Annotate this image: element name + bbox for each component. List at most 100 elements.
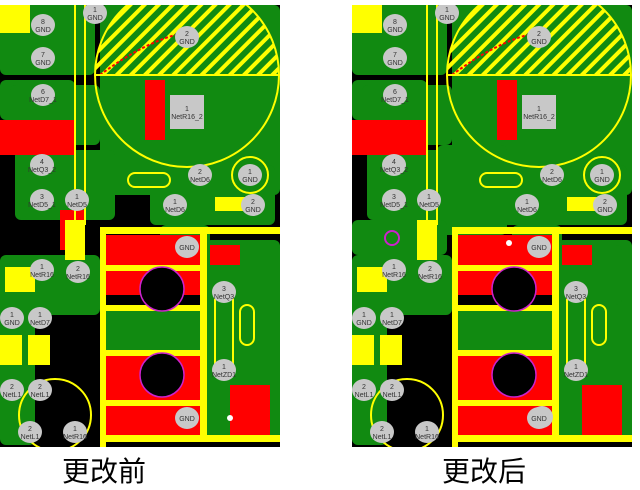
pad-net-label: NetR16 xyxy=(382,272,406,279)
pad-net-label: GND xyxy=(4,320,20,327)
pad-net-label: GND xyxy=(439,15,455,22)
pad-number: 8 xyxy=(393,19,397,26)
pcb-board: 8GND7GND6NetD7_12GND1NetR16_21GND4NetQ3_… xyxy=(0,0,280,452)
pad-number: 1 xyxy=(600,169,604,176)
pad-number: 1 xyxy=(427,194,431,201)
pad-net-label: NetR16 xyxy=(66,274,90,281)
pad-net-label: NetQ3_2 xyxy=(28,167,56,174)
pad-net-label: NetR16_2 xyxy=(523,114,555,121)
pad-number: 1 xyxy=(425,426,429,433)
pad-number: 1 xyxy=(185,106,189,113)
pad-number: 6 xyxy=(393,89,397,96)
pad-net-label: GND xyxy=(242,177,258,184)
pad-net-label: NetR16_2 xyxy=(171,114,203,121)
pad-number: 2 xyxy=(28,426,32,433)
pad-number: 2 xyxy=(10,384,14,391)
pad-net-label: NetD6 xyxy=(517,207,537,214)
pad-net-label: NetD6 xyxy=(542,177,562,184)
pad-net-label: GND xyxy=(179,245,195,252)
pad-number: 1 xyxy=(390,312,394,319)
pad-number: 3 xyxy=(574,286,578,293)
pad-number: 2 xyxy=(380,426,384,433)
pad-net-label: NetZD1 xyxy=(212,372,236,379)
pad-net-label: NetR16 xyxy=(418,274,442,281)
pad-net-label: NetQ3 xyxy=(214,294,234,301)
pad-number: 1 xyxy=(73,426,77,433)
pad-net-label: NetQ3_2 xyxy=(380,167,408,174)
pad-number: 1 xyxy=(537,106,541,113)
pad-net-label: NetL1 xyxy=(355,392,374,399)
pad-number: 1 xyxy=(392,264,396,271)
pad-net-label: GND xyxy=(245,207,261,214)
pad-net-label: GND xyxy=(531,416,547,423)
pad-net-label: NetL1 xyxy=(3,392,22,399)
pad-number: 7 xyxy=(41,52,45,59)
pad-number: 1 xyxy=(93,7,97,14)
pad-number: 1 xyxy=(10,312,14,319)
pad-number: 8 xyxy=(41,19,45,26)
pad-number: 2 xyxy=(603,199,607,206)
pad-number: 4 xyxy=(40,159,44,166)
pcb-board: 8GND7GND6NetD7_12GND1NetR16_21GND4NetQ3_… xyxy=(352,0,632,452)
pad-net-label: NetD5 xyxy=(67,202,87,209)
pad-number: 1 xyxy=(362,312,366,319)
pad-net-label: GND xyxy=(179,39,195,46)
pad-number: 3 xyxy=(392,194,396,201)
pad-net-label: NetD5_1 xyxy=(28,202,56,209)
pad-net-label: NetL1 xyxy=(21,434,40,441)
pad-net-label: NetR16 xyxy=(415,434,439,441)
pad-number: 3 xyxy=(222,286,226,293)
pad-number: 2 xyxy=(38,384,42,391)
pad-gnd: GND xyxy=(527,236,551,258)
pad-number: 1 xyxy=(38,312,42,319)
pad-number: 1 xyxy=(445,7,449,14)
pad-number: 2 xyxy=(428,266,432,273)
pad-number: 1 xyxy=(222,364,226,371)
pad-net-label: NetD7 xyxy=(382,320,402,327)
pad-number: 1 xyxy=(574,364,578,371)
pad-number: 2 xyxy=(550,169,554,176)
pad-net-label: GND xyxy=(87,15,103,22)
pad-net-label: NetL1 xyxy=(383,392,402,399)
pad-net-label: GND xyxy=(35,60,51,67)
pad-number: 1 xyxy=(525,199,529,206)
pad-number: 2 xyxy=(362,384,366,391)
pad-number: 6 xyxy=(41,89,45,96)
pad-net-label: GND xyxy=(356,320,372,327)
pad-number: 1 xyxy=(248,169,252,176)
pad-number: 7 xyxy=(393,52,397,59)
pad-net-label: NetL1 xyxy=(31,392,50,399)
pad-number: 1 xyxy=(40,264,44,271)
pad-net-label: GND xyxy=(35,27,51,34)
pad-net-label: GND xyxy=(387,27,403,34)
